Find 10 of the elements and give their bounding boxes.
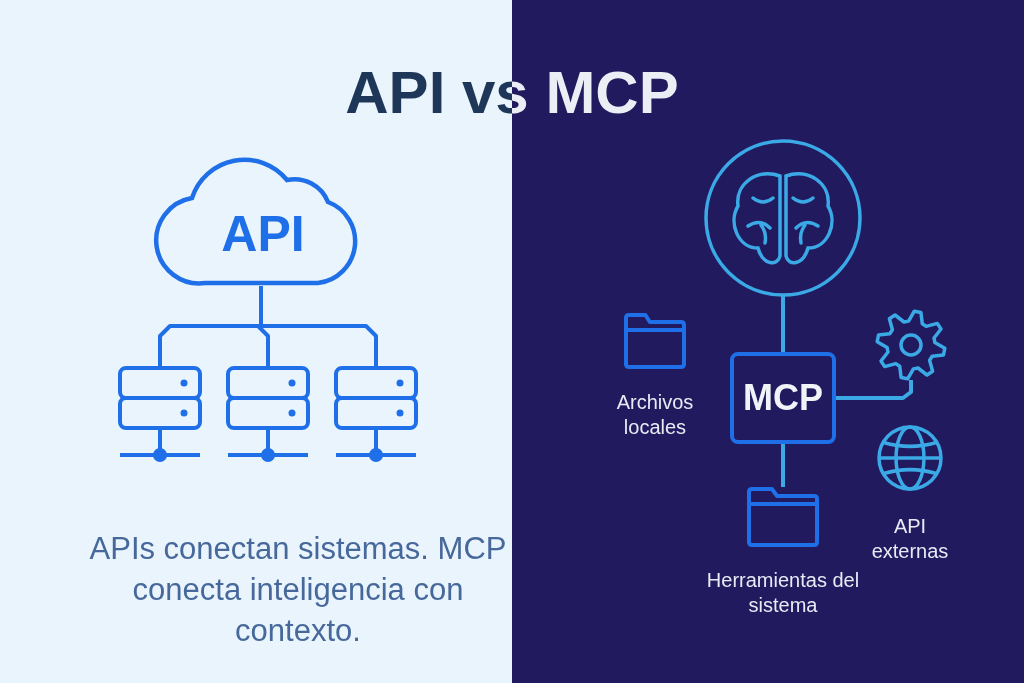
connector-line xyxy=(259,286,378,366)
connector-line xyxy=(781,442,785,487)
connector-line xyxy=(781,296,785,353)
connector-line xyxy=(836,380,913,400)
icon-label: API externas xyxy=(870,514,950,564)
icon-label: Archivos locales xyxy=(615,390,695,440)
caption: APIs conectan sistemas. MCP conecta inteligencia con contexto. xyxy=(88,530,508,650)
cloud-label: API xyxy=(220,205,306,263)
icon-label: Herramientas del sistema xyxy=(705,568,861,618)
process-box: MCP xyxy=(730,352,836,444)
